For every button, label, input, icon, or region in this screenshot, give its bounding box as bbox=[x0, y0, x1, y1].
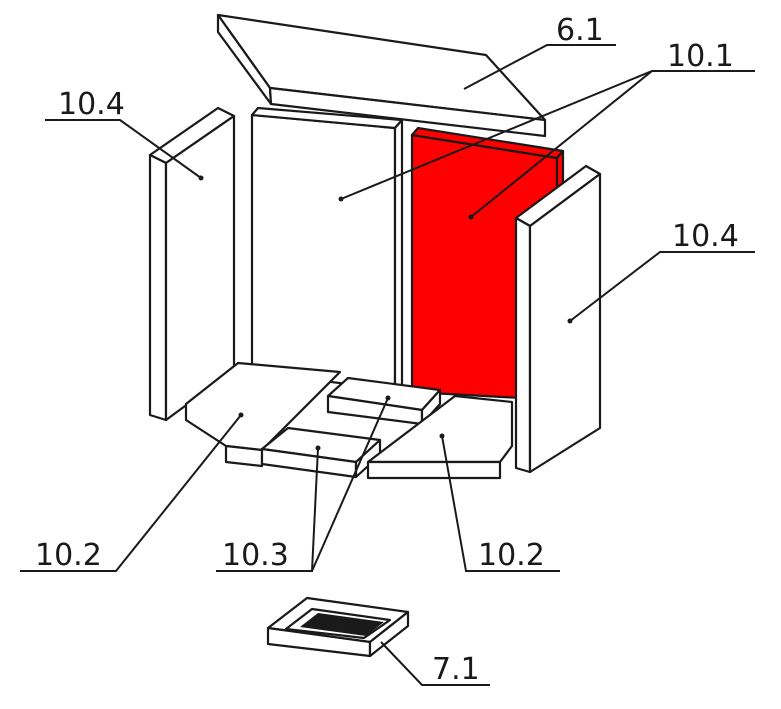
leader-lines bbox=[20, 44, 755, 686]
part-top-plate bbox=[216, 13, 547, 138]
label-ash-tray: 7.1 bbox=[432, 652, 480, 687]
label-side-left: 10.4 bbox=[58, 87, 125, 122]
label-floor-right: 10.2 bbox=[478, 538, 545, 573]
label-floor-center: 10.3 bbox=[222, 538, 289, 573]
part-side-left bbox=[148, 106, 236, 422]
part-floor-center-back bbox=[326, 376, 442, 426]
label-top-plate: 6.1 bbox=[556, 13, 604, 48]
part-ash-tray bbox=[266, 596, 410, 658]
label-side-right: 10.4 bbox=[672, 219, 739, 254]
part-floor-center-front bbox=[260, 426, 382, 479]
part-floor-right bbox=[366, 394, 514, 480]
part-back-wall-left bbox=[250, 106, 404, 392]
label-floor-left: 10.2 bbox=[35, 538, 102, 573]
label-back-wall: 10.1 bbox=[667, 39, 734, 74]
part-side-right bbox=[514, 164, 602, 474]
